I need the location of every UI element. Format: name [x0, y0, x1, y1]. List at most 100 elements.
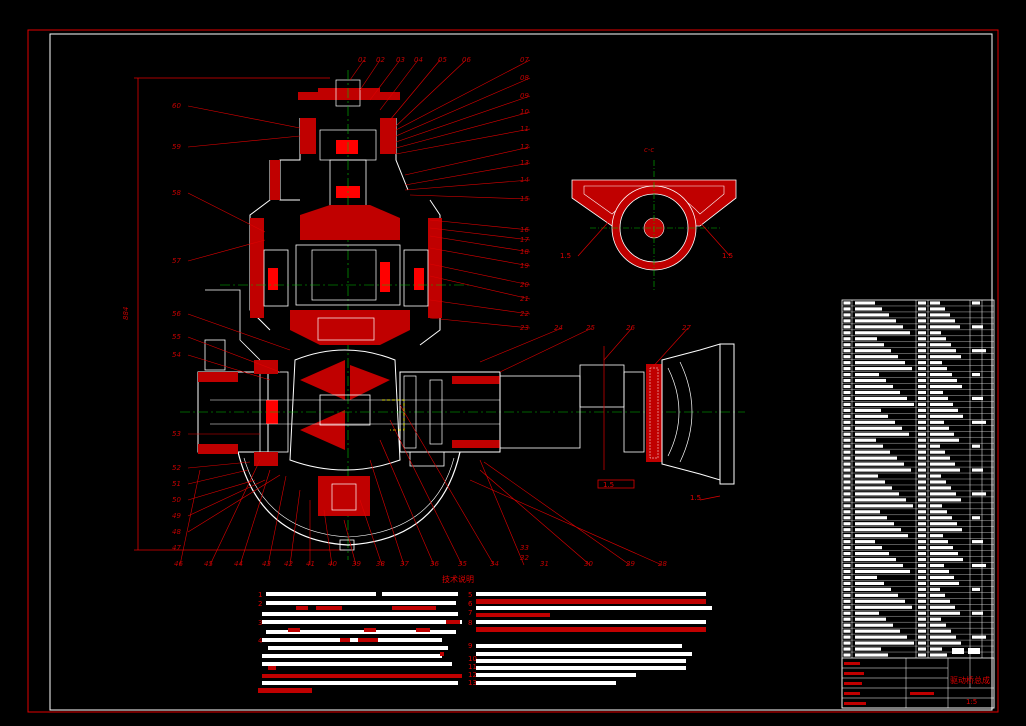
weld-mark-label: 1.5	[722, 252, 733, 260]
parts-cell-text	[843, 563, 851, 568]
parts-cell-text	[843, 504, 851, 508]
callout: 16	[520, 226, 529, 234]
callout: 06	[462, 56, 471, 64]
parts-cell-text	[918, 563, 926, 568]
parts-cell-text	[843, 617, 851, 621]
note-number: 10	[468, 655, 477, 663]
note-number: 11	[468, 663, 477, 671]
parts-cell-text	[930, 349, 956, 353]
parts-cell-text	[918, 498, 926, 502]
parts-cell-text	[918, 462, 926, 466]
parts-cell-text	[918, 444, 926, 448]
parts-cell-text	[855, 355, 898, 359]
parts-cell-text	[843, 396, 851, 401]
parts-cell-text	[855, 444, 883, 448]
parts-cell-text	[843, 307, 851, 311]
callout: 44	[234, 560, 243, 568]
parts-cell-text	[855, 480, 885, 484]
parts-cell-text	[930, 426, 949, 430]
parts-cell-text	[843, 498, 851, 502]
callout: 24	[554, 324, 563, 332]
parts-cell-text	[930, 450, 945, 454]
parts-cell-text	[930, 468, 960, 472]
callout: 07	[520, 56, 529, 64]
parts-cell-text	[918, 355, 926, 359]
parts-cell-text	[918, 450, 926, 454]
note-number: 3	[258, 619, 262, 627]
leader-lines	[179, 59, 689, 566]
parts-cell-text	[918, 456, 926, 460]
parts-cell-text	[930, 516, 952, 520]
parts-cell-text	[930, 540, 948, 544]
callout: 54	[172, 351, 181, 359]
parts-cell-text	[855, 456, 897, 460]
parts-cell-text	[843, 384, 851, 389]
parts-cell-text	[843, 534, 851, 538]
parts-cell-text	[930, 390, 943, 395]
parts-cell-text	[918, 367, 926, 371]
parts-cell-text	[843, 414, 851, 418]
parts-cell-text	[918, 504, 926, 508]
parts-cell-text	[918, 343, 926, 347]
parts-cell-text	[855, 331, 910, 335]
parts-cell-text	[855, 569, 910, 574]
parts-cell-text	[855, 420, 895, 424]
parts-cell-text	[972, 587, 980, 591]
parts-cell-text	[918, 480, 926, 484]
callout: 47	[172, 544, 181, 552]
parts-cell-text	[855, 516, 887, 520]
parts-cell-text	[843, 647, 851, 651]
parts-cell-text	[855, 373, 879, 377]
parts-cell-text	[843, 593, 851, 597]
parts-cell-text	[843, 468, 851, 472]
parts-cell-text	[930, 319, 955, 323]
parts-cell-text	[843, 540, 851, 544]
parts-cell-text	[843, 301, 851, 305]
parts-cell-text	[972, 516, 980, 520]
parts-cell-text	[855, 599, 905, 603]
callout: 38	[376, 560, 385, 568]
parts-cell-text	[918, 373, 926, 377]
parts-cell-text	[843, 438, 851, 442]
parts-cell-text	[855, 587, 891, 591]
parts-cell-text	[930, 581, 959, 585]
callout: 10	[520, 108, 529, 116]
parts-cell-text	[930, 480, 946, 484]
parts-cell-text	[930, 456, 950, 460]
parts-cell-text	[855, 641, 914, 645]
parts-cell-text	[918, 653, 926, 657]
parts-cell-text	[972, 492, 986, 496]
parts-cell-text	[855, 450, 890, 454]
parts-cell-text	[855, 414, 888, 418]
parts-cell-text	[918, 552, 926, 556]
parts-cell-text	[843, 462, 851, 466]
parts-cell-text	[843, 432, 851, 436]
callout: 28	[658, 560, 667, 568]
parts-cell-text	[843, 581, 851, 585]
parts-cell-text	[918, 319, 926, 323]
parts-cell-text	[930, 528, 962, 532]
callout: 57	[172, 257, 181, 265]
parts-cell-text	[843, 480, 851, 484]
parts-cell-text	[930, 611, 960, 615]
parts-cell-text	[918, 361, 926, 365]
callout: 53	[172, 430, 181, 438]
parts-cell-text	[855, 552, 889, 556]
parts-cell-text	[855, 486, 892, 490]
parts-cell-text	[843, 552, 851, 556]
parts-cell-text	[930, 486, 951, 490]
section-cc-view: c-c 1.5 1.5	[560, 146, 737, 290]
callout: 46	[174, 560, 183, 568]
callout: 21	[520, 295, 529, 303]
parts-cell-text	[855, 307, 882, 311]
callout: 58	[172, 189, 181, 197]
callout: 18	[520, 248, 529, 256]
parts-cell-text	[918, 313, 926, 317]
parts-cell-text	[918, 641, 926, 645]
parts-cell-text	[930, 492, 956, 496]
parts-cell-text	[930, 504, 942, 508]
parts-cell-text	[855, 540, 875, 544]
callout: 31	[540, 560, 549, 568]
parts-cell-text	[855, 343, 884, 347]
callout: 52	[172, 464, 181, 472]
